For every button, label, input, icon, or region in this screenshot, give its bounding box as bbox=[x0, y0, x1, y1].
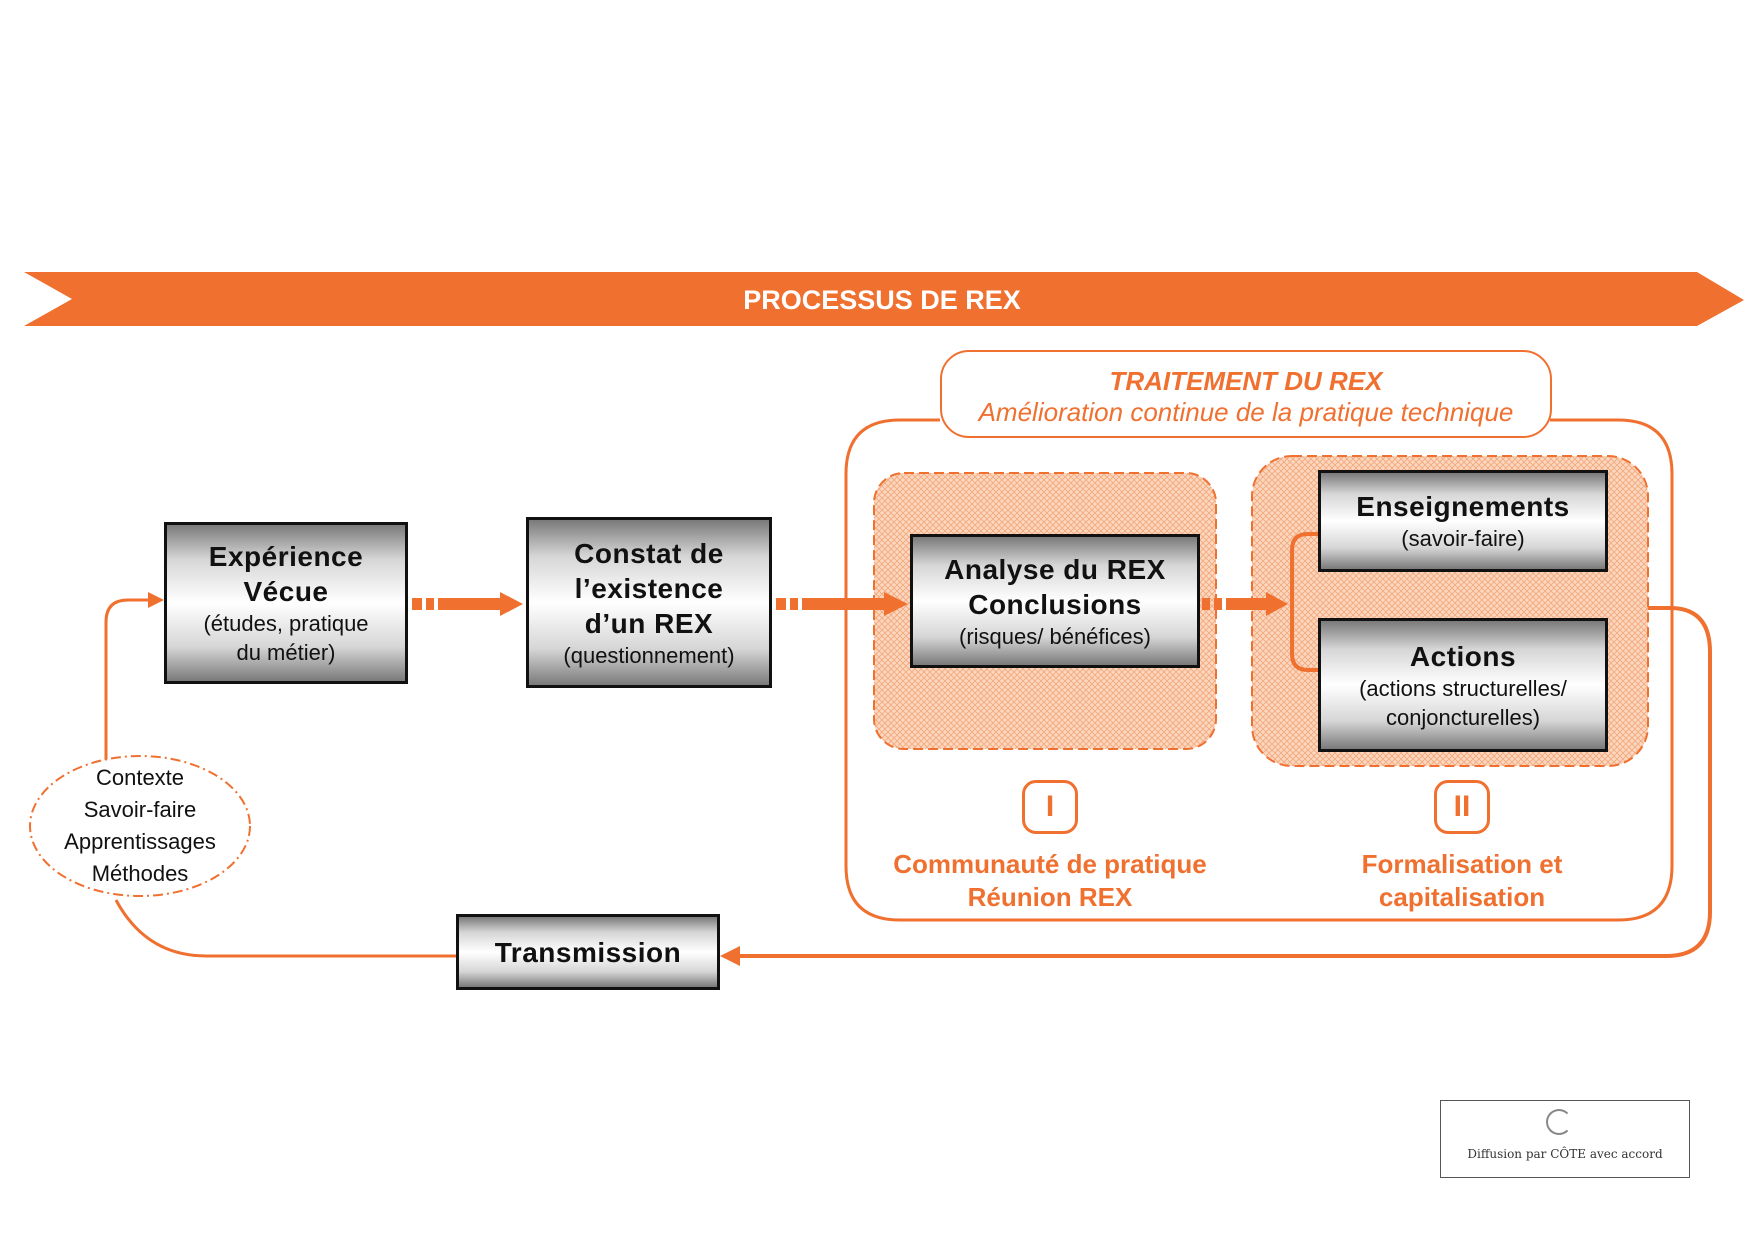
loop-transmission-to-contexte bbox=[114, 899, 458, 958]
credit-text: Diffusion par CÔTE avec accord bbox=[1467, 1147, 1663, 1161]
phase-ii-label: Formalisation et capitalisation bbox=[1292, 848, 1632, 914]
experience-sub-line2: du métier) bbox=[236, 640, 336, 665]
traitement-title: TRAITEMENT DU REX bbox=[1110, 366, 1385, 396]
banner-title: PROCESSUS DE REX bbox=[743, 285, 1021, 315]
analyse-title-line2: Conclusions bbox=[968, 588, 1142, 620]
enseignements-sub-line1: (savoir-faire) bbox=[1401, 526, 1525, 551]
phase-ii-label-line2: capitalisation bbox=[1378, 882, 1546, 912]
connector-analyse-branch bbox=[1202, 592, 1288, 616]
actions-sub-line2: conjoncturelles) bbox=[1385, 704, 1541, 730]
experience-sub-line1: (études, pratique bbox=[203, 611, 369, 636]
constat-title-line1: Constat de bbox=[574, 537, 724, 569]
transmission-title-line1: Transmission bbox=[494, 936, 682, 968]
phase-i-label: Communauté de pratique Réunion REX bbox=[860, 848, 1240, 914]
connector-experience-constat bbox=[412, 592, 523, 616]
node-enseignements: Enseignements (savoir-faire) bbox=[1318, 470, 1608, 572]
arrowhead-experience bbox=[148, 592, 164, 608]
banner-arrow bbox=[24, 272, 1744, 326]
connector-constat-analyse bbox=[776, 592, 908, 616]
phase-i-label-line2: Réunion REX bbox=[967, 882, 1133, 912]
actions-title-line1: Actions bbox=[1409, 640, 1517, 672]
traitement-frame bbox=[844, 418, 1674, 922]
analyse-title-line1: Analyse du REX bbox=[944, 553, 1166, 585]
methodes-line: Méthodes bbox=[91, 861, 189, 886]
loop-to-transmission bbox=[738, 606, 1712, 958]
contexte-line: Contexte bbox=[95, 765, 185, 790]
phase-ii-badge: II bbox=[1434, 780, 1490, 834]
constat-sub-line1: (questionnement) bbox=[563, 642, 735, 668]
contexte-oval bbox=[29, 755, 251, 897]
analyse-sub-line1: (risques/ bénéfices) bbox=[959, 623, 1151, 649]
apprentissages-line: Apprentissages bbox=[64, 829, 216, 854]
credit-stamp: Diffusion par CÔTE avec accord bbox=[1440, 1100, 1690, 1178]
node-actions: Actions (actions structurelles/ conjonct… bbox=[1318, 618, 1608, 752]
traitement-subtitle: Amélioration continue de la pratique tec… bbox=[977, 397, 1514, 427]
phase-ii-label-line1: Formalisation et bbox=[1361, 849, 1563, 879]
bracket-enseignements-actions bbox=[1290, 532, 1320, 672]
loop-contexte-to-experience bbox=[104, 598, 150, 762]
contexte-oval-text: Contexte Savoir-faire Apprentissages Mét… bbox=[40, 762, 240, 890]
node-analyse-rex: Analyse du REX Conclusions (risques/ bén… bbox=[910, 534, 1200, 668]
savoir-faire-line: Savoir-faire bbox=[83, 797, 197, 822]
constat-title-line3: d’un REX bbox=[584, 607, 714, 639]
constat-title-line2: l’existence bbox=[574, 572, 724, 604]
cote-logo-icon bbox=[1546, 1109, 1572, 1135]
enseignements-title-line1: Enseignements bbox=[1356, 491, 1570, 522]
node-experience-vecue: Expérience Vécue (études, pratique du mé… bbox=[164, 522, 408, 684]
experience-title-line1: Expérience bbox=[208, 541, 364, 572]
experience-title-line2: Vécue bbox=[243, 576, 329, 607]
actions-sub-line1: (actions structurelles/ bbox=[1359, 675, 1567, 701]
arrowhead-transmission bbox=[720, 946, 740, 966]
phase-i-label-line1: Communauté de pratique bbox=[893, 849, 1207, 879]
node-transmission: Transmission bbox=[456, 914, 720, 990]
traitement-header-box bbox=[940, 350, 1552, 438]
phase-i-badge: I bbox=[1022, 780, 1078, 834]
node-constat: Constat de l’existence d’un REX (questio… bbox=[526, 517, 772, 688]
